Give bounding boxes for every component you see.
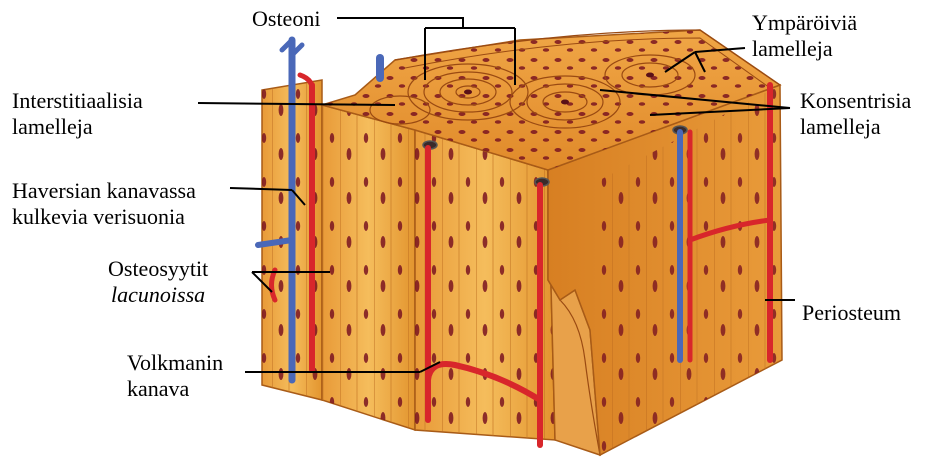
label-osteosyytit-lacunoissa: Osteosyytit lacunoissa — [108, 256, 208, 308]
label-line-1: Ympäröiviä — [752, 10, 857, 36]
label-osteoni: Osteoni — [252, 6, 320, 32]
label-line-1: Interstitiaalisia — [12, 88, 143, 114]
label-haversian-kanavassa: Haversian kanavassa kulkevia verisuonia — [12, 178, 196, 230]
label-line-2: lamelleja — [752, 36, 857, 62]
label-line-1: Haversian kanavassa — [12, 178, 196, 204]
label-line-2: kulkevia verisuonia — [12, 204, 196, 230]
label-line-2: lamelleja — [800, 114, 911, 140]
label-line-2: lamelleja — [12, 114, 143, 140]
label-line-1: Osteosyytit — [108, 256, 208, 282]
label-ymparoivia-lamelleja: Ympäröiviä lamelleja — [752, 10, 857, 62]
label-interstitiaalisia-lamelleja: Interstitiaalisia lamelleja — [12, 88, 143, 140]
label-periosteum: Periosteum — [802, 300, 901, 326]
label-konsentrisia-lamelleja: Konsentrisia lamelleja — [800, 88, 911, 140]
label-line-2: kanava — [127, 376, 223, 402]
label-line-1: Konsentrisia — [800, 88, 911, 114]
label-volkmanin-kanava: Volkmanin kanava — [127, 350, 223, 402]
label-line-1: Volkmanin — [127, 350, 223, 376]
label-line-2-italic: lacunoissa — [108, 282, 208, 308]
